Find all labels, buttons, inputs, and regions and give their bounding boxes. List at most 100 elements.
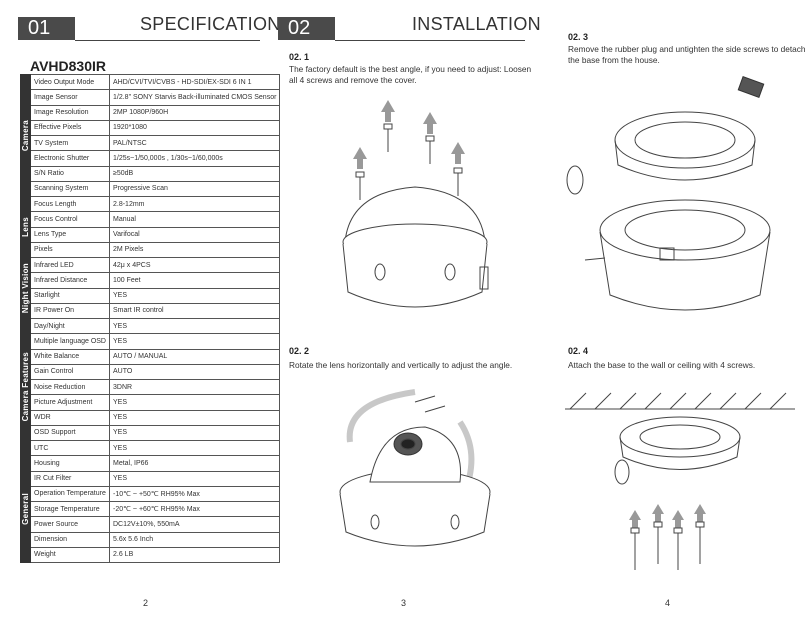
spec-value: 2MP 1080P/960H xyxy=(108,104,281,121)
spec-value: Metal, IP66 xyxy=(108,455,281,472)
spec-value: 2M Pixels xyxy=(108,241,281,259)
spec-value: Manual xyxy=(108,211,281,228)
spec-label: Multiple language OSD xyxy=(30,333,110,350)
spec-label: Noise Reduction xyxy=(30,378,110,396)
spec-value: 1/25s~1/50,000s , 1/30s~1/60,000s xyxy=(108,150,281,167)
spec-value: YES xyxy=(108,439,281,457)
step-4-text: Attach the base to the wall or ceiling w… xyxy=(568,360,756,370)
spec-label: IR Cut Filter xyxy=(30,470,110,487)
step-2-text: Rotate the lens horizontally and vertica… xyxy=(289,360,513,370)
spec-value: YES xyxy=(108,409,281,426)
step-4-heading: 02. 4 xyxy=(568,346,589,356)
spec-value: 100 Feet xyxy=(108,272,281,289)
spec-group-label: General xyxy=(20,455,31,563)
spec-label: Gain Control xyxy=(30,363,110,381)
spec-value: AUTO / MANUAL xyxy=(108,348,281,365)
spec-group-label: Night Vision xyxy=(20,257,31,319)
spec-value: Smart IR control xyxy=(108,302,281,320)
spec-label: Weight xyxy=(30,546,110,564)
spec-value: 5.6x 5.6 Inch xyxy=(108,531,281,548)
spec-label: Focus Length xyxy=(30,195,110,213)
spec-group-name: Lens xyxy=(21,217,30,237)
spec-value: DC12V±10%, 550mA xyxy=(108,516,281,533)
spec-value: 2.8-12mm xyxy=(108,195,281,213)
spec-label: Scanning System xyxy=(30,180,110,198)
spec-label: Operation Temperature xyxy=(30,485,110,503)
title-rule xyxy=(75,40,260,41)
spec-value: Progressive Scan xyxy=(108,180,281,198)
table-row: Storage Temperature-20℃ ~ +60℃ RH95% Max xyxy=(21,500,281,518)
page-number: 4 xyxy=(665,598,671,608)
spec-group-name: Camera Features xyxy=(21,352,30,422)
base-mounting-illustration xyxy=(565,392,795,570)
spec-label: Pixels xyxy=(30,241,110,259)
spec-group-name: Camera xyxy=(21,119,30,152)
spec-label: Infrared LED xyxy=(30,256,110,274)
spec-label: Dimension xyxy=(30,531,110,548)
spec-label: Video Output Mode xyxy=(30,73,110,91)
installation-page-continued: 02. 3 Remove the rubber plug and untight… xyxy=(540,0,808,624)
dome-cover-removal-illustration xyxy=(342,100,489,308)
step-3-heading: 02. 3 xyxy=(568,32,589,42)
spec-value: AHD/CVI/TVI/CVBS - HD-SDI/EX-SDI 6 IN 1 xyxy=(108,73,281,91)
step-1-heading: 02. 1 xyxy=(289,52,310,62)
spec-value: 2.6 LB xyxy=(108,546,281,564)
spec-label: Effective Pixels xyxy=(30,119,110,137)
table-row: Operation Temperature-10℃ ~ +50℃ RH95% M… xyxy=(21,485,281,503)
step-3-text: Remove the rubber plug and untighten the… xyxy=(568,44,806,65)
spec-label: White Balance xyxy=(30,348,110,365)
section-title: INSTALLATION xyxy=(412,14,541,34)
spec-label: TV System xyxy=(30,134,110,152)
spec-group-label: Camera xyxy=(20,74,31,197)
spec-label: UTC xyxy=(30,439,110,457)
section-number-box: 01 xyxy=(18,17,75,40)
spec-value: 3DNR xyxy=(108,378,281,396)
title-rule xyxy=(335,40,525,41)
spec-label: Day/Night xyxy=(30,317,110,335)
spec-label: Lens Type xyxy=(30,226,110,243)
model-name: AVHD830IR xyxy=(30,58,106,74)
spec-label: OSD Support xyxy=(30,424,110,442)
section-number-box: 02 xyxy=(278,17,335,40)
spec-label: Starlight xyxy=(30,287,110,304)
spec-label: Storage Temperature xyxy=(30,500,110,518)
step-2-heading: 02. 2 xyxy=(289,346,310,356)
spec-value: 1/2.8" SONY Starvis Back-illuminated CMO… xyxy=(108,89,281,106)
spec-value: AUTO xyxy=(108,363,281,381)
spec-label: Housing xyxy=(30,455,110,472)
spec-group-label: Lens xyxy=(20,196,31,258)
spec-label: IR Power On xyxy=(30,302,110,320)
spec-label: Image Resolution xyxy=(30,104,110,121)
page-number: 2 xyxy=(143,598,149,608)
installation-page: 02 INSTALLATION 02. 1 The factory defaul… xyxy=(270,0,541,624)
spec-value: YES xyxy=(108,424,281,442)
spec-value: 42μ x 4PCS xyxy=(108,256,281,274)
spec-label: Picture Adjustment xyxy=(30,394,110,411)
lens-rotation-illustration xyxy=(339,389,491,547)
spec-label: Image Sensor xyxy=(30,89,110,106)
spec-label: Infrared Distance xyxy=(30,272,110,289)
spec-group-name: Night Vision xyxy=(21,262,30,314)
